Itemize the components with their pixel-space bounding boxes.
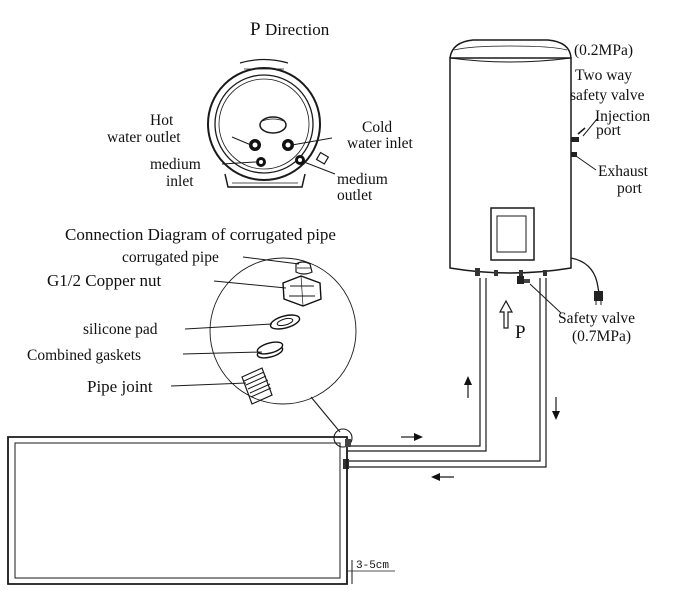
direction-title: Direction [265, 20, 330, 39]
cold-inlet-label-1: Cold [362, 119, 392, 136]
solar-collector: 3-5cm [7, 436, 395, 585]
medium-inlet-port [256, 157, 266, 167]
safety-valve-label: Safety valve [558, 310, 635, 327]
injection-port-label-1: Injection [595, 108, 650, 125]
gap-dimension-label: 3-5cm [356, 560, 389, 572]
flow-arrow-left [431, 473, 454, 481]
two-way-valve-label-1: Two way [575, 67, 632, 84]
direction-letter: P [250, 19, 261, 40]
hot-outlet-label-1: Hot [150, 112, 174, 129]
medium-outlet-port [295, 155, 305, 165]
cold-inlet-port [282, 139, 294, 151]
hot-outlet-port [249, 139, 261, 151]
medium-outlet-label-1: medium [337, 171, 388, 188]
corrugated-pipe-detail: Connection Diagram of corrugated pipe co… [27, 225, 357, 448]
tank-end-view: P Direction Hot w [107, 19, 414, 204]
p-marker-label: P [515, 322, 526, 343]
flow-arrow-down [552, 397, 560, 420]
pipe-joint-label: Pipe joint [87, 377, 153, 396]
two-way-valve-label-2: safety valve [570, 87, 645, 104]
injection-port-label-2: port [596, 122, 622, 139]
flow-arrow-up [464, 376, 472, 398]
water-tank: (0.2MPa) Two way safety valve Injection … [449, 39, 650, 345]
corrugated-pipe-label: corrugated pipe [122, 249, 219, 266]
copper-nut-label: G1/2 Copper nut [47, 271, 162, 290]
combined-gaskets-label: Combined gaskets [27, 347, 141, 364]
silicone-pad-label: silicone pad [83, 321, 158, 338]
two-way-valve-pressure: (0.2MPa) [574, 42, 633, 59]
cold-inlet-label-2: water inlet [347, 135, 414, 152]
medium-inlet-label-1: medium [150, 156, 201, 173]
flow-arrow-right [401, 433, 423, 441]
pipe-network [343, 278, 560, 481]
exhaust-port-label-1: Exhaust [598, 163, 649, 180]
p-direction-arrow [498, 299, 514, 329]
medium-outlet-label-2: outlet [337, 187, 373, 204]
safety-valve-pressure: (0.7MPa) [572, 328, 631, 345]
hot-outlet-label-2: water outlet [107, 129, 181, 146]
exhaust-port-label-2: port [617, 180, 643, 197]
pipe-diagram-title: Connection Diagram of corrugated pipe [65, 225, 336, 244]
medium-inlet-label-2: inlet [166, 173, 194, 190]
